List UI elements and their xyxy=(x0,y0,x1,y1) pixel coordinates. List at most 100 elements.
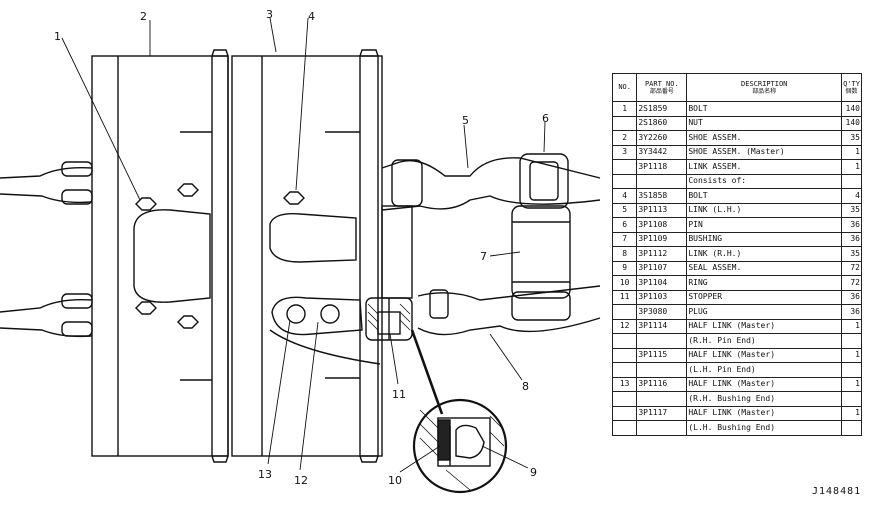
bushing xyxy=(381,205,571,299)
part-quantity xyxy=(841,391,862,407)
part-number: 3P1107 xyxy=(636,260,688,276)
part-description: LINK (L.H.) xyxy=(686,202,843,218)
callout-2: 2 xyxy=(140,10,147,23)
item-number: 13 xyxy=(611,376,638,392)
part-description: LINK ASSEM. xyxy=(686,159,843,175)
left-chain-upper xyxy=(0,161,93,205)
part-description: NUT xyxy=(686,115,843,131)
item-number: 12 xyxy=(611,318,638,334)
callout-7: 7 xyxy=(480,250,487,263)
part-quantity: 1 xyxy=(841,159,862,175)
item-number xyxy=(611,405,638,421)
part-quantity: 36 xyxy=(841,304,862,320)
part-number: 2S1859 xyxy=(636,101,688,117)
part-number: 3P1118 xyxy=(636,159,688,175)
part-description: (L.H. Bushing End) xyxy=(686,420,843,436)
part-number: 3P1113 xyxy=(636,202,688,218)
part-description: LINK (R.H.) xyxy=(686,246,843,262)
right-chain-lower xyxy=(417,285,601,336)
part-description: HALF LINK (Master) xyxy=(686,347,843,363)
item-number: 3 xyxy=(611,144,638,160)
parts-row: Consists of: xyxy=(611,173,862,189)
item-number xyxy=(611,333,638,349)
part-description: SEAL ASSEM. xyxy=(686,260,843,276)
part-number: 3P1112 xyxy=(636,246,688,262)
part-number: 3P1117 xyxy=(636,405,688,421)
left-chain-lower xyxy=(0,293,93,338)
part-quantity: 1 xyxy=(841,347,862,363)
item-number: 6 xyxy=(611,217,638,233)
part-number xyxy=(636,420,688,436)
master-half-link xyxy=(269,296,381,365)
part-number: 3P1103 xyxy=(636,289,688,305)
callout-4: 4 xyxy=(308,10,315,23)
part-number: 3P3080 xyxy=(636,304,688,320)
item-number xyxy=(611,159,638,175)
parts-row: (R.H. Pin End) xyxy=(611,333,862,349)
callout-11: 11 xyxy=(392,388,406,401)
header-part-no: PART NO.部品番号 xyxy=(636,73,688,102)
callout-8: 8 xyxy=(522,380,529,393)
seal-detail xyxy=(410,329,508,494)
part-quantity: 1 xyxy=(841,144,862,160)
header-no: NO. xyxy=(611,73,638,102)
track-shoe-2 xyxy=(91,49,229,463)
part-quantity: 36 xyxy=(841,217,862,233)
parts-row: (L.H. Pin End) xyxy=(611,362,862,378)
part-number: 3P1116 xyxy=(636,376,688,392)
part-quantity: 36 xyxy=(841,289,862,305)
item-number xyxy=(611,420,638,436)
callout-6: 6 xyxy=(542,112,549,125)
part-number: 2S1860 xyxy=(636,115,688,131)
item-number: 9 xyxy=(611,260,638,276)
item-number xyxy=(611,115,638,131)
drawing-code: J148481 xyxy=(812,486,862,497)
part-quantity: 1 xyxy=(841,376,862,392)
part-description: BUSHING xyxy=(686,231,843,247)
item-number: 7 xyxy=(611,231,638,247)
part-quantity: 1 xyxy=(841,405,862,421)
part-quantity: 35 xyxy=(841,246,862,262)
callout-5: 5 xyxy=(462,114,469,127)
item-number: 11 xyxy=(611,289,638,305)
item-number xyxy=(611,347,638,363)
item-number xyxy=(611,304,638,320)
part-quantity xyxy=(841,420,862,436)
part-quantity xyxy=(841,173,862,189)
part-number xyxy=(636,173,688,189)
item-number: 2 xyxy=(611,130,638,146)
part-quantity xyxy=(841,333,862,349)
callout-12: 12 xyxy=(294,474,308,487)
item-number: 4 xyxy=(611,188,638,204)
part-quantity: 1 xyxy=(841,318,862,334)
right-chain-upper xyxy=(381,153,601,211)
item-number: 5 xyxy=(611,202,638,218)
part-description: STOPPER xyxy=(686,289,843,305)
item-number xyxy=(611,391,638,407)
item-number xyxy=(611,173,638,189)
part-number: 3Y2260 xyxy=(636,130,688,146)
part-description: HALF LINK (Master) xyxy=(686,318,843,334)
part-description: Consists of: xyxy=(686,173,843,189)
callout-9: 9 xyxy=(530,466,537,479)
part-description: SHOE ASSEM. xyxy=(686,130,843,146)
item-number xyxy=(611,362,638,378)
part-description: HALF LINK (Master) xyxy=(686,405,843,421)
part-description: (R.H. Pin End) xyxy=(686,333,843,349)
part-number: 3P1114 xyxy=(636,318,688,334)
